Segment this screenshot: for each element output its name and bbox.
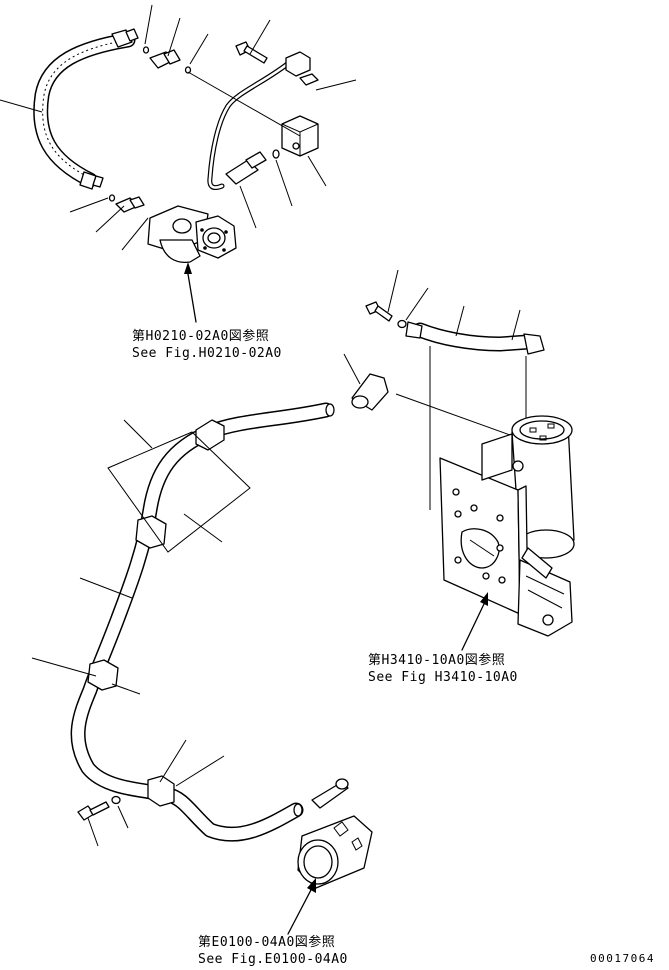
upper-pipe-assembly xyxy=(187,19,357,229)
ref-label-3-en: See Fig.E0100-04A0 xyxy=(198,952,348,967)
motor-hose-assembly xyxy=(343,269,545,512)
ref-label-1-en: See Fig.H0210-02A0 xyxy=(132,346,282,361)
switch-assembly xyxy=(297,778,373,889)
ref-label-3-jp: 第E0100-04A0図参照 xyxy=(198,934,335,950)
ref-label-2-jp: 第H3410-10A0図参照 xyxy=(368,652,505,668)
motor-assembly xyxy=(439,415,575,637)
reference-arrow-e0100 xyxy=(287,878,316,935)
upper-hose-assembly xyxy=(0,4,237,264)
reference-arrow-h0210 xyxy=(184,262,197,323)
drawing-number: 00017064 xyxy=(590,952,655,965)
reference-arrow-h3410 xyxy=(461,592,488,651)
rigid-pipe-assembly xyxy=(31,402,335,847)
ref-label-2-en: See Fig H3410-10A0 xyxy=(368,670,518,685)
ref-label-1-jp: 第H0210-02A0図参照 xyxy=(132,328,269,344)
